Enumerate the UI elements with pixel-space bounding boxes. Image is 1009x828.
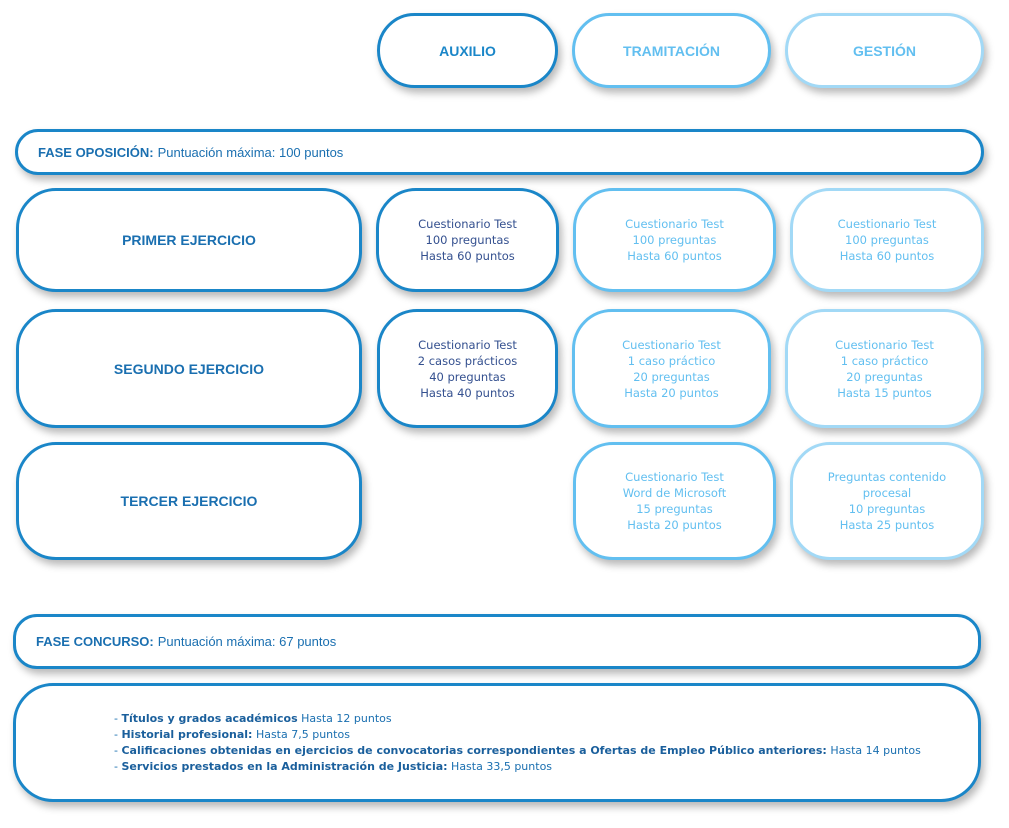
item-value: Hasta 12 puntos — [301, 712, 392, 725]
fase-text: Puntuación máxima: 100 puntos — [157, 144, 344, 160]
item-value: Hasta 33,5 puntos — [451, 760, 553, 773]
cell-line: Cuestionario Test — [625, 470, 724, 484]
row-label-text: PRIMER EJERCICIO — [122, 232, 256, 248]
cell-line: Hasta 20 puntos — [627, 518, 722, 532]
item-title: Calificaciones obtenidas en ejercicios d… — [121, 744, 827, 757]
cell-line: Hasta 60 puntos — [420, 249, 515, 263]
fase-concurso-bar: FASE CONCURSO:Puntuación máxima: 67 punt… — [13, 614, 981, 669]
cell-line: 100 preguntas — [425, 233, 510, 247]
concurso-detail-box — [13, 683, 981, 802]
cell-line: Cuestionario Test — [418, 337, 517, 352]
cell-line: 100 preguntas — [845, 233, 929, 247]
cell-line: 100 preguntas — [632, 233, 717, 247]
item-title: Títulos y grados académicos — [121, 712, 298, 725]
list-item: - Títulos y grados académicos Hasta 12 p… — [114, 712, 392, 725]
row-label-text: TERCER EJERCICIO — [120, 493, 258, 509]
cell-line: 15 preguntas — [636, 502, 713, 516]
list-item: - Servicios prestados en la Administraci… — [114, 760, 553, 773]
fase-text: Puntuación máxima: 67 puntos — [157, 634, 337, 649]
cell-line: Cuestionario Test — [837, 217, 937, 231]
row-label-2: SEGUNDO EJERCICIO — [16, 309, 362, 428]
fase-label: FASE OPOSICIÓN: — [38, 144, 154, 160]
tab-label: AUXILIO — [439, 42, 496, 59]
cell-line: 10 preguntas — [848, 502, 926, 516]
cell-line: Hasta 40 puntos — [420, 385, 515, 400]
item-value: Hasta 14 puntos — [830, 744, 921, 757]
cell-line: Cuestionario Test — [418, 217, 517, 231]
cell-line: Hasta 25 puntos — [839, 518, 935, 532]
cell-line: Hasta 15 puntos — [837, 385, 932, 400]
concurso-list: - Títulos y grados académicos Hasta 12 p… — [114, 711, 921, 775]
cell-line: procesal — [862, 486, 912, 500]
tab-auxilio[interactable]: AUXILIO — [377, 13, 558, 88]
cell-line: 2 casos prácticos — [417, 353, 518, 368]
tab-tramitacion[interactable]: TRAMITACIÓN — [572, 13, 771, 88]
cell-line: Cuestionario Test — [625, 217, 724, 231]
fase-oposicion-bar: FASE OPOSICIÓN:Puntuación máxima: 100 pu… — [15, 129, 984, 175]
row-label-3: TERCER EJERCICIO — [16, 442, 362, 560]
tab-label: TRAMITACIÓN — [623, 42, 720, 59]
tab-gestion[interactable]: GESTIÓN — [785, 13, 984, 88]
cell-line: Hasta 60 puntos — [839, 249, 935, 263]
cell-line: 20 preguntas — [633, 369, 710, 384]
cell-line: 1 caso práctico — [840, 353, 929, 368]
item-value: Hasta 7,5 puntos — [255, 728, 350, 741]
cell-line: Hasta 20 puntos — [624, 385, 719, 400]
list-item: - Calificaciones obtenidas en ejercicios… — [114, 744, 921, 757]
tab-label: GESTIÓN — [852, 42, 916, 59]
row-label-1: PRIMER EJERCICIO — [16, 188, 362, 292]
list-item: - Historial profesional: Hasta 7,5 punto… — [114, 728, 350, 741]
item-title: Historial profesional: — [121, 728, 253, 741]
cell-line: Cuestionario Test — [622, 337, 721, 352]
cell-line: Hasta 60 puntos — [627, 249, 722, 263]
cell-line: Word de Microsoft — [622, 486, 727, 500]
item-title: Servicios prestados en la Administración… — [121, 760, 448, 773]
fase-label: FASE CONCURSO: — [36, 634, 154, 649]
cell-line: Preguntas contenido — [827, 470, 947, 484]
row-label-text: SEGUNDO EJERCICIO — [113, 360, 265, 377]
cell-line: 20 preguntas — [846, 369, 923, 384]
cell-line: 40 preguntas — [429, 369, 506, 384]
cell-line: Cuestionario Test — [835, 337, 934, 352]
cell-line: 1 caso práctico — [627, 353, 716, 368]
